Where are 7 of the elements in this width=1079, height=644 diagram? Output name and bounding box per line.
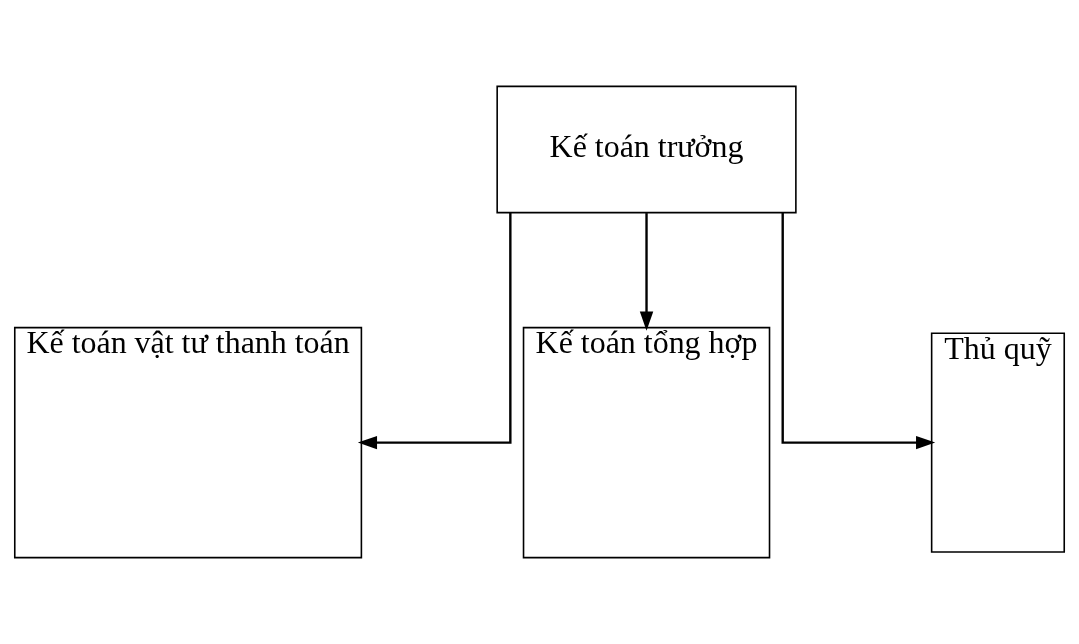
arrow — [781, 213, 936, 450]
arrow — [639, 213, 654, 331]
node-box: Kế toán tổng hợp — [522, 326, 771, 559]
node-box: Kế toán vật tư thanh toán — [13, 326, 363, 559]
arrow — [357, 213, 512, 450]
node-box: Thủ quỹ — [930, 332, 1066, 553]
node-box: Kế toán trưởng — [496, 85, 797, 214]
